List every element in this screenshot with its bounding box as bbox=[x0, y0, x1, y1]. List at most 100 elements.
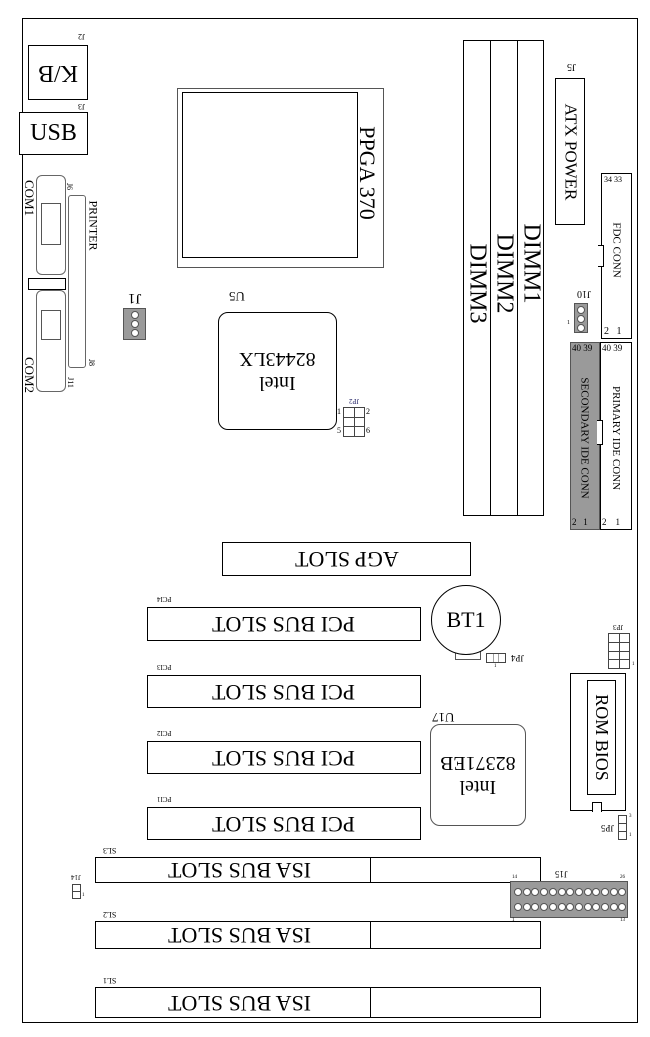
jp5-jumper[interactable] bbox=[618, 815, 627, 840]
com2-ref: J11 bbox=[65, 376, 75, 388]
fdc-label: FDC CONN bbox=[610, 222, 623, 278]
j15-pin bbox=[522, 888, 531, 896]
northbridge-vendor: Intel bbox=[259, 372, 296, 394]
j15-pin bbox=[548, 888, 557, 896]
jp3-label: JP3 bbox=[612, 623, 624, 631]
isa-sl2-label: ISA BUS SLOT bbox=[168, 923, 312, 948]
primary-ide-label: PRIMARY IDE CONN bbox=[610, 385, 623, 491]
j15-pin bbox=[566, 903, 575, 911]
jp2-label: JP2 bbox=[348, 397, 360, 405]
isa-sl2-slot bbox=[95, 921, 541, 949]
usb-connector: USB bbox=[19, 112, 88, 155]
fdc-connector bbox=[601, 173, 632, 339]
j15-pin bbox=[557, 888, 566, 896]
j15-pin bbox=[583, 888, 592, 896]
j15-pin bbox=[592, 888, 601, 896]
jp2-jumper[interactable] bbox=[343, 407, 365, 437]
kb-ref: J2 bbox=[78, 31, 86, 41]
dimm1-slot: DIMM1 bbox=[517, 40, 544, 516]
j14-pin1: 1 bbox=[82, 893, 85, 898]
j15-pin bbox=[514, 888, 522, 896]
j15-pin bbox=[540, 888, 549, 896]
isa-sl1-slot bbox=[95, 987, 541, 1018]
printer-label: PRINTER bbox=[86, 199, 101, 251]
jp2-pin2: 2 bbox=[366, 407, 370, 416]
pci1-slot: PCI BUS SLOT bbox=[147, 807, 421, 840]
j15-pin bbox=[618, 888, 627, 896]
isa-sl3-key bbox=[370, 857, 371, 883]
j15-pin bbox=[548, 903, 557, 911]
j15-header[interactable] bbox=[510, 881, 628, 918]
isa-sl3-slot bbox=[95, 857, 541, 883]
j15-pin bbox=[583, 903, 592, 911]
j10-pin1: 1 bbox=[567, 320, 570, 326]
jp5-label: JP5 bbox=[601, 823, 615, 833]
com1-ref: J6 bbox=[65, 182, 75, 190]
j15-pin26: 26 bbox=[620, 875, 625, 880]
usb-ref: J3 bbox=[78, 101, 86, 111]
rom-bios-chip: ROM BIOS bbox=[587, 680, 616, 795]
jp2-pin6: 6 bbox=[366, 426, 370, 435]
printer-connector bbox=[68, 195, 86, 368]
keyboard-connector: K/B bbox=[28, 45, 88, 100]
j15-pin bbox=[566, 888, 575, 896]
agp-slot: AGP SLOT bbox=[222, 542, 471, 576]
pci3-slot: PCI BUS SLOT bbox=[147, 675, 421, 708]
southbridge-vendor: Intel bbox=[459, 776, 497, 798]
fdc-notch bbox=[598, 245, 604, 267]
isa-sl3-label: ISA BUS SLOT bbox=[168, 858, 312, 883]
cpu-label: PPGA 370 bbox=[355, 125, 381, 220]
j15-pin bbox=[618, 903, 627, 911]
atx-power-connector: ATX POWER bbox=[555, 78, 585, 225]
secondary-ide-top: 40 39 bbox=[572, 343, 593, 353]
j1-jumper[interactable] bbox=[123, 308, 146, 340]
j14-label: J14 bbox=[71, 873, 81, 881]
jp3-jumper[interactable] bbox=[608, 633, 630, 669]
com1-connector bbox=[36, 175, 66, 275]
j15-pin bbox=[531, 888, 540, 896]
primary-ide-connector bbox=[600, 342, 632, 530]
battery-bt1: BT1 bbox=[431, 585, 501, 655]
j10-label: J10 bbox=[577, 287, 591, 299]
jp2-pin1: 1 bbox=[337, 407, 341, 416]
com2-connector bbox=[36, 290, 66, 392]
connector-divider bbox=[28, 278, 66, 290]
j15-pin bbox=[557, 903, 566, 911]
isa-sl1-ref: SL1 bbox=[103, 975, 117, 985]
j15-pin13: 13 bbox=[620, 918, 625, 923]
j15-pin bbox=[609, 888, 618, 896]
j15-pin bbox=[574, 903, 583, 911]
j10-jumper[interactable] bbox=[574, 303, 588, 333]
isa-sl1-label: ISA BUS SLOT bbox=[168, 990, 312, 1016]
j1-label: J1 bbox=[128, 289, 142, 306]
j15-pin bbox=[531, 903, 540, 911]
dimm2-slot: DIMM2 bbox=[490, 40, 518, 516]
cpu-socket-inner bbox=[182, 92, 358, 258]
jp4-pin1: 1 bbox=[494, 664, 497, 669]
primary-ide-bottom: 2 1 bbox=[602, 517, 620, 527]
j15-pin bbox=[574, 888, 583, 896]
isa-sl2-ref: SL2 bbox=[103, 909, 117, 919]
pci3-ref: PCI3 bbox=[156, 663, 172, 671]
j15-pin bbox=[592, 903, 601, 911]
pci4-ref: PCI4 bbox=[156, 595, 172, 603]
jp3-pin1: 1 bbox=[632, 662, 635, 667]
jp5-pin1: 1 bbox=[629, 833, 632, 838]
com2-port-shape bbox=[41, 310, 61, 340]
fdc-bottom-pins: 2 1 bbox=[604, 326, 622, 337]
j14-jumper[interactable] bbox=[72, 884, 81, 899]
pci4-slot: PCI BUS SLOT bbox=[147, 607, 421, 641]
j15-pin bbox=[601, 903, 609, 911]
pci2-slot: PCI BUS SLOT bbox=[147, 741, 421, 774]
printer-ref: J8 bbox=[87, 358, 97, 366]
jp4-jumper[interactable] bbox=[486, 653, 506, 663]
southbridge-model: 82371EB bbox=[440, 752, 516, 774]
northbridge-model: 82443LX bbox=[239, 348, 316, 370]
isa-sl2-key bbox=[370, 921, 371, 949]
j15-pin14: 14 bbox=[512, 875, 517, 880]
j15-pin bbox=[601, 888, 609, 896]
j15-label: J15 bbox=[554, 869, 568, 879]
dimm3-slot: DIMM3 bbox=[463, 40, 491, 516]
